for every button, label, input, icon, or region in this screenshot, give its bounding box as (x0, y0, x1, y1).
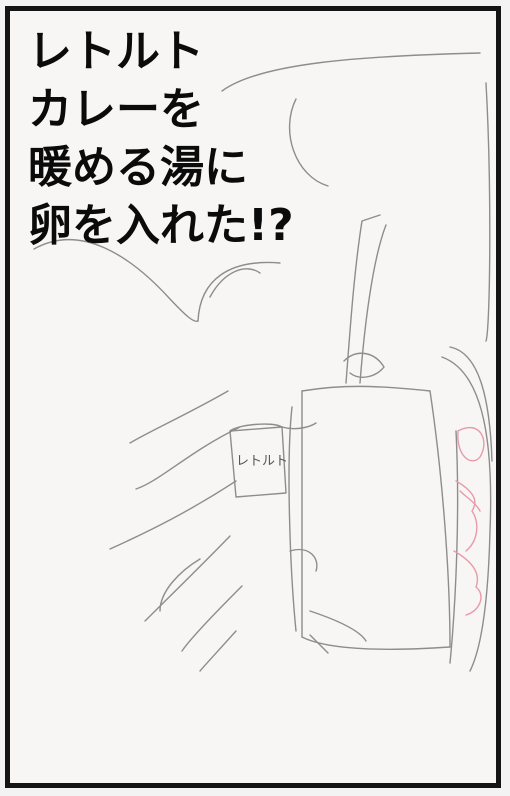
caption-line-2: カレーを (28, 84, 204, 135)
steam-line (109, 480, 237, 550)
curry-scribble (455, 480, 478, 552)
steam-line (199, 630, 237, 672)
plate-outline (441, 356, 492, 672)
pot-top-rim (301, 385, 431, 392)
pot-handle-2 (359, 224, 387, 384)
cloud-line-top (221, 52, 481, 92)
pouch-outline (229, 426, 287, 498)
ground-line (449, 346, 493, 462)
caption-line-1: レトルト (28, 26, 204, 77)
caption-line-4: 卵を入れた!? (28, 200, 294, 251)
pouch-fold (281, 422, 317, 430)
caption-text: レトルト カレーを 暖める湯に 卵を入れた!? (28, 25, 294, 253)
pot-right-wall (429, 390, 451, 648)
cloud-mid (33, 239, 199, 323)
ground-line-2 (449, 430, 459, 664)
egg-sketch (457, 426, 485, 462)
cloud-line-right (485, 82, 491, 342)
curry-scribble (459, 490, 481, 512)
cloud-mid-3 (209, 268, 261, 298)
steam-line (129, 390, 229, 444)
caption-line-3: 暖める湯に (28, 142, 248, 193)
comic-panel: レトルト カレーを 暖める湯に 卵を入れた!? レトルト (5, 6, 501, 788)
steam-line (159, 558, 201, 612)
pot-handle (345, 214, 381, 384)
water-line (289, 548, 318, 572)
pot-bottom (301, 636, 451, 650)
cloud-arc (288, 98, 329, 187)
steam-line (135, 426, 241, 490)
handle-grip (343, 352, 385, 378)
cloud-mid-2 (197, 261, 281, 322)
steam-line (144, 535, 231, 622)
curry-scribble (453, 550, 482, 616)
burner-line (309, 610, 367, 642)
pouch-label: レトルト (236, 454, 289, 469)
pot-edge (309, 634, 329, 654)
pot-inner-line (288, 406, 297, 632)
steam-line (181, 585, 243, 652)
pouch-top (229, 423, 283, 432)
pencil-sketch (33, 52, 493, 672)
